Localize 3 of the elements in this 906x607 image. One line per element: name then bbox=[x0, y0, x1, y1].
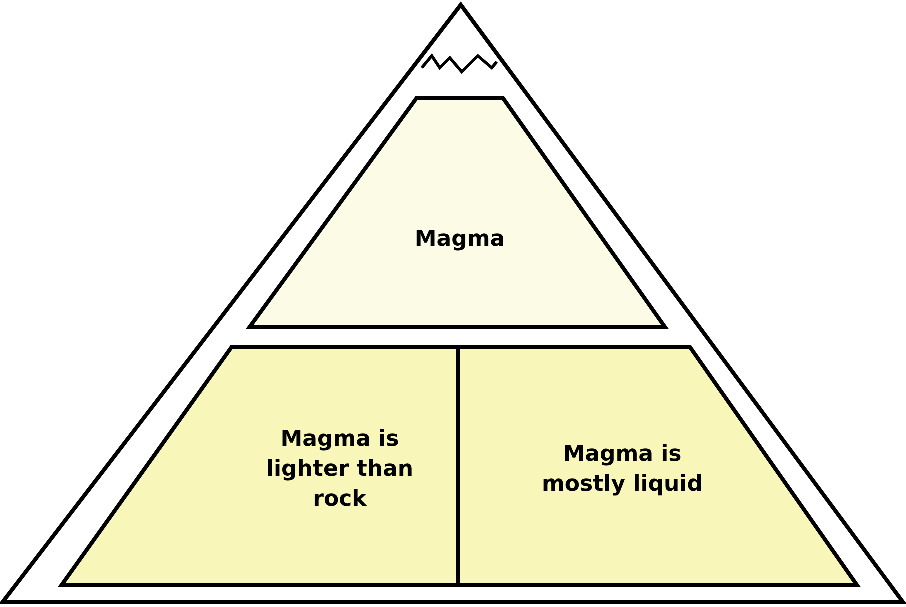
tier-label: Magma bbox=[414, 226, 506, 254]
tier-label: Magma is mostly liquid bbox=[541, 441, 704, 499]
tier-label: Magma is lighter than rock bbox=[265, 426, 415, 514]
